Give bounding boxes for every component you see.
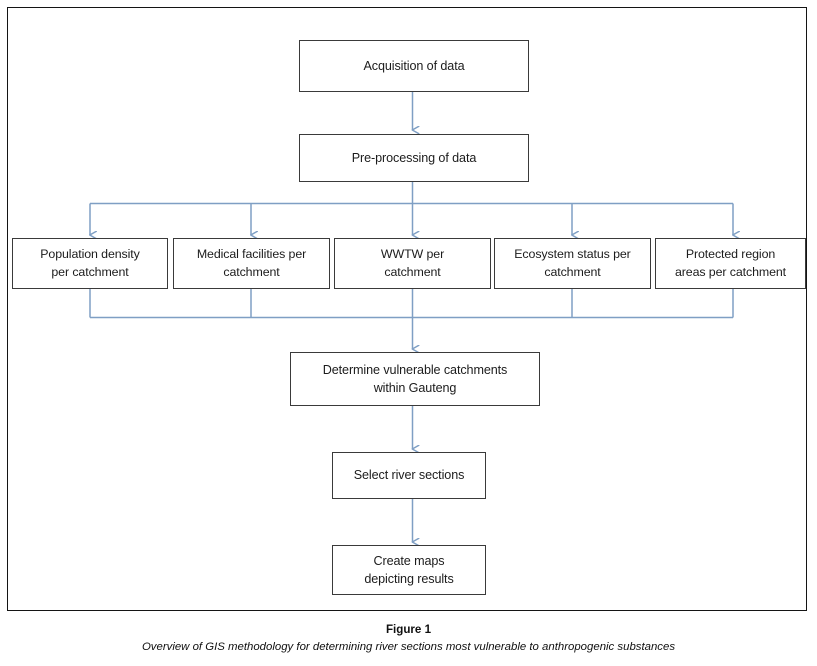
figure-caption-label: Figure 1 (385, 623, 432, 636)
node-label: Population density per catchment (40, 246, 140, 279)
node-label: Pre-processing of data (351, 150, 477, 165)
node-ecosystem-status-per-catchment[interactable]: Ecosystem status per catchment (494, 238, 651, 289)
node-label: Medical facilities per catchment (196, 246, 307, 279)
document-frame (7, 7, 807, 611)
node-label: Create maps depicting results (364, 553, 454, 586)
node-wwtw-per-catchment[interactable]: WWTW per catchment (334, 238, 491, 289)
node-label: Ecosystem status per catchment (514, 246, 631, 279)
node-label: WWTW per catchment (380, 246, 445, 279)
flowchart-connectors (0, 92, 817, 620)
node-pre-processing-of-data[interactable]: Pre-processing of data (299, 134, 529, 182)
node-determine-vulnerable-catchments[interactable]: Determine vulnerable catchments within G… (290, 352, 540, 406)
figure-caption: Figure 1 Overview of GIS methodology for… (0, 622, 817, 655)
node-label: Determine vulnerable catchments within G… (322, 362, 508, 395)
node-create-maps-depicting-results[interactable]: Create maps depicting results (332, 545, 486, 595)
figure-caption-text: Overview of GIS methodology for determin… (141, 640, 676, 653)
node-label: Protected region areas per catchment (674, 246, 787, 279)
node-select-river-sections[interactable]: Select river sections (332, 452, 486, 499)
node-medical-facilities-per-catchment[interactable]: Medical facilities per catchment (173, 238, 330, 289)
node-label: Select river sections (353, 468, 465, 483)
node-label: Acquisition of data (363, 58, 465, 73)
node-protected-region-areas-per-catchment[interactable]: Protected region areas per catchment (655, 238, 806, 289)
node-population-density-per-catchment[interactable]: Population density per catchment (12, 238, 168, 289)
node-acquisition-of-data[interactable]: Acquisition of data (299, 40, 529, 92)
